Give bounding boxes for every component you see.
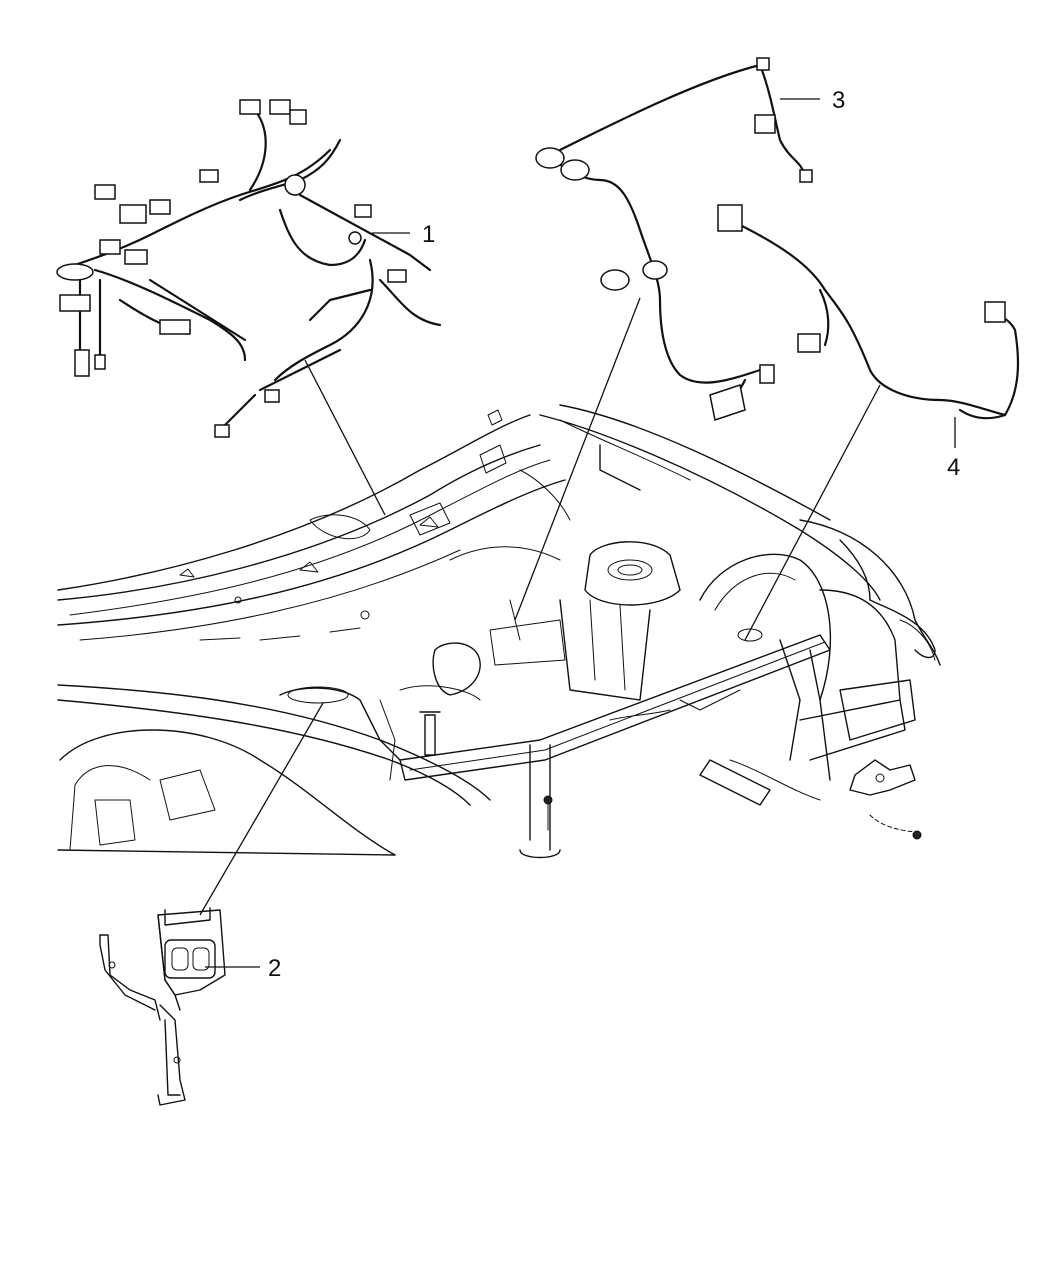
callout-2: 2 — [268, 955, 281, 982]
harness-part-3 — [535, 57, 813, 421]
bracket-part-2 — [99, 907, 226, 1106]
leader-lines — [199, 98, 956, 968]
callout-1: 1 — [422, 221, 435, 248]
main-harness-part — [56, 99, 442, 438]
callout-labels: 1 2 3 4 — [268, 87, 960, 982]
callout-4: 4 — [947, 454, 960, 481]
callout-3: 3 — [832, 87, 845, 114]
vehicle-body-illustration — [57, 404, 941, 859]
harness-part-4 — [717, 204, 1020, 420]
